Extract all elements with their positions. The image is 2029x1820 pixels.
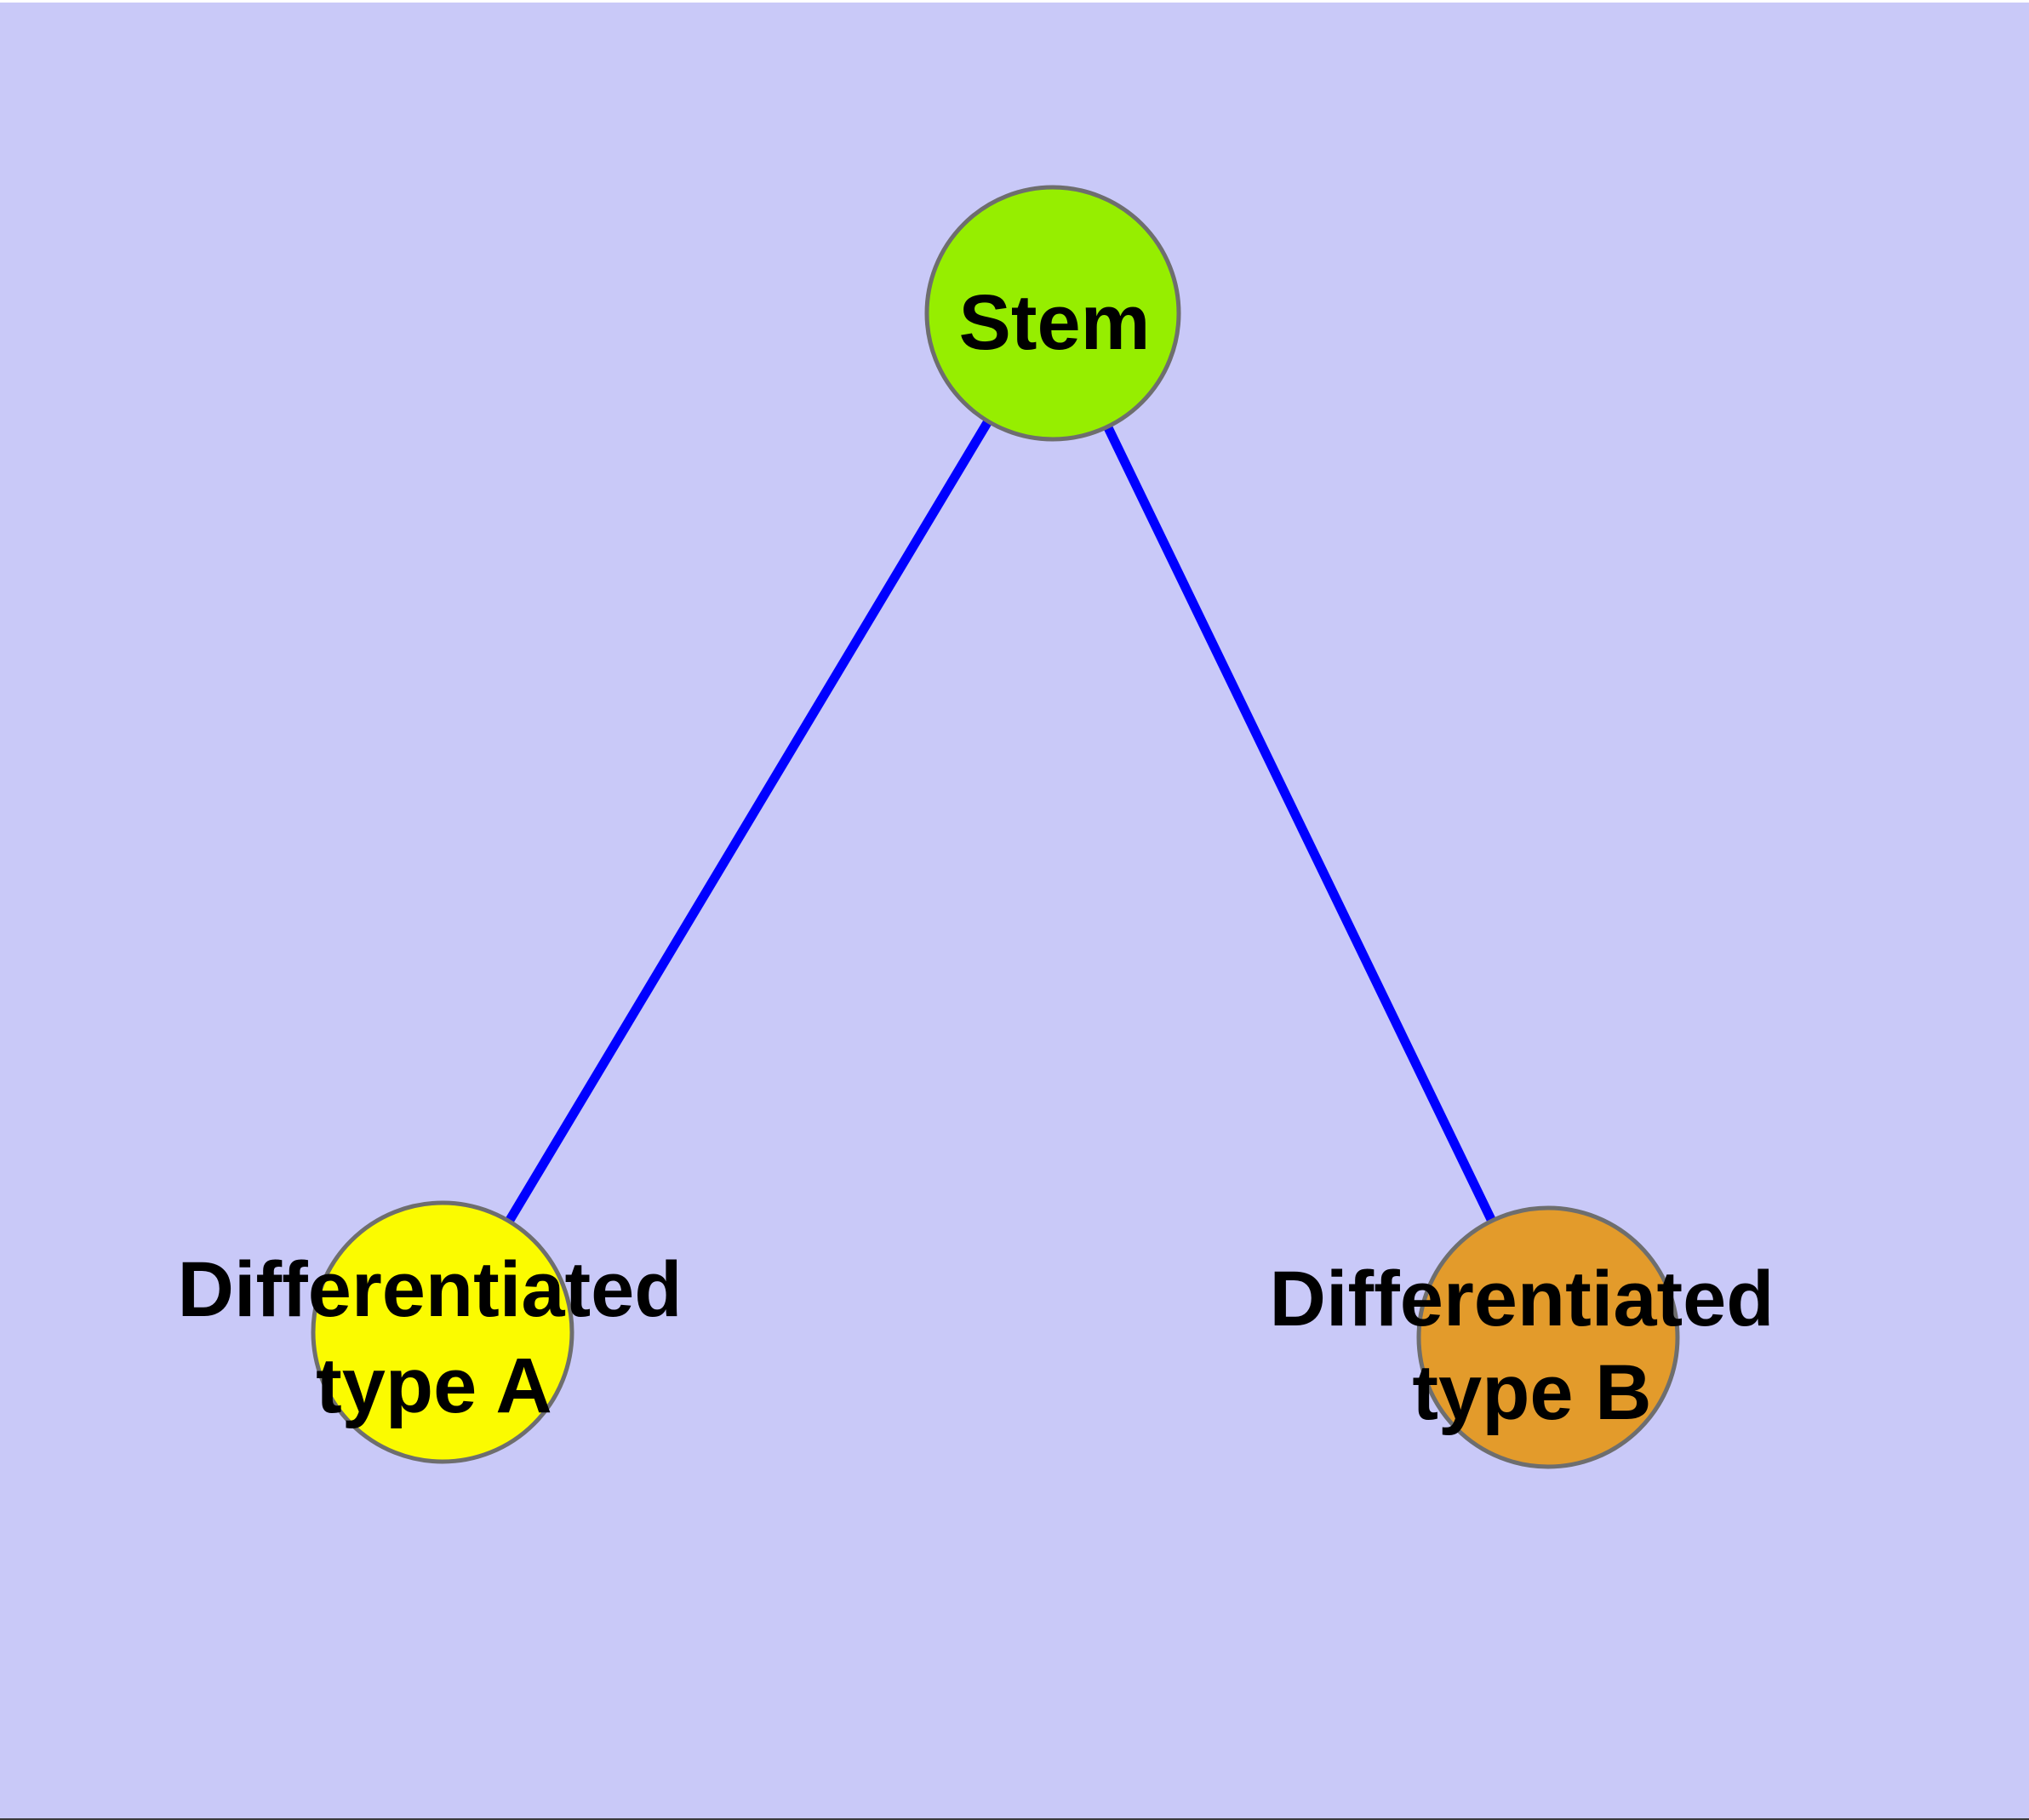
node-type-a-label-line2: type A <box>316 1342 552 1429</box>
bottom-border-line <box>0 1818 2029 1820</box>
node-stem-label: Stem <box>959 279 1151 366</box>
node-differentiated-type-a <box>311 1200 574 1464</box>
top-margin-strip <box>0 0 2029 3</box>
node-stem <box>924 185 1181 442</box>
edge-stem-to-type-a <box>438 311 1057 1335</box>
node-differentiated-type-b <box>1416 1205 1680 1469</box>
node-type-b-label-line2: type B <box>1412 1349 1651 1436</box>
edge-stem-to-type-b <box>1049 311 1552 1340</box>
node-type-b-label-line1: Differentiated <box>1270 1256 1775 1342</box>
node-type-a-label-line1: Differentiated <box>178 1246 683 1333</box>
